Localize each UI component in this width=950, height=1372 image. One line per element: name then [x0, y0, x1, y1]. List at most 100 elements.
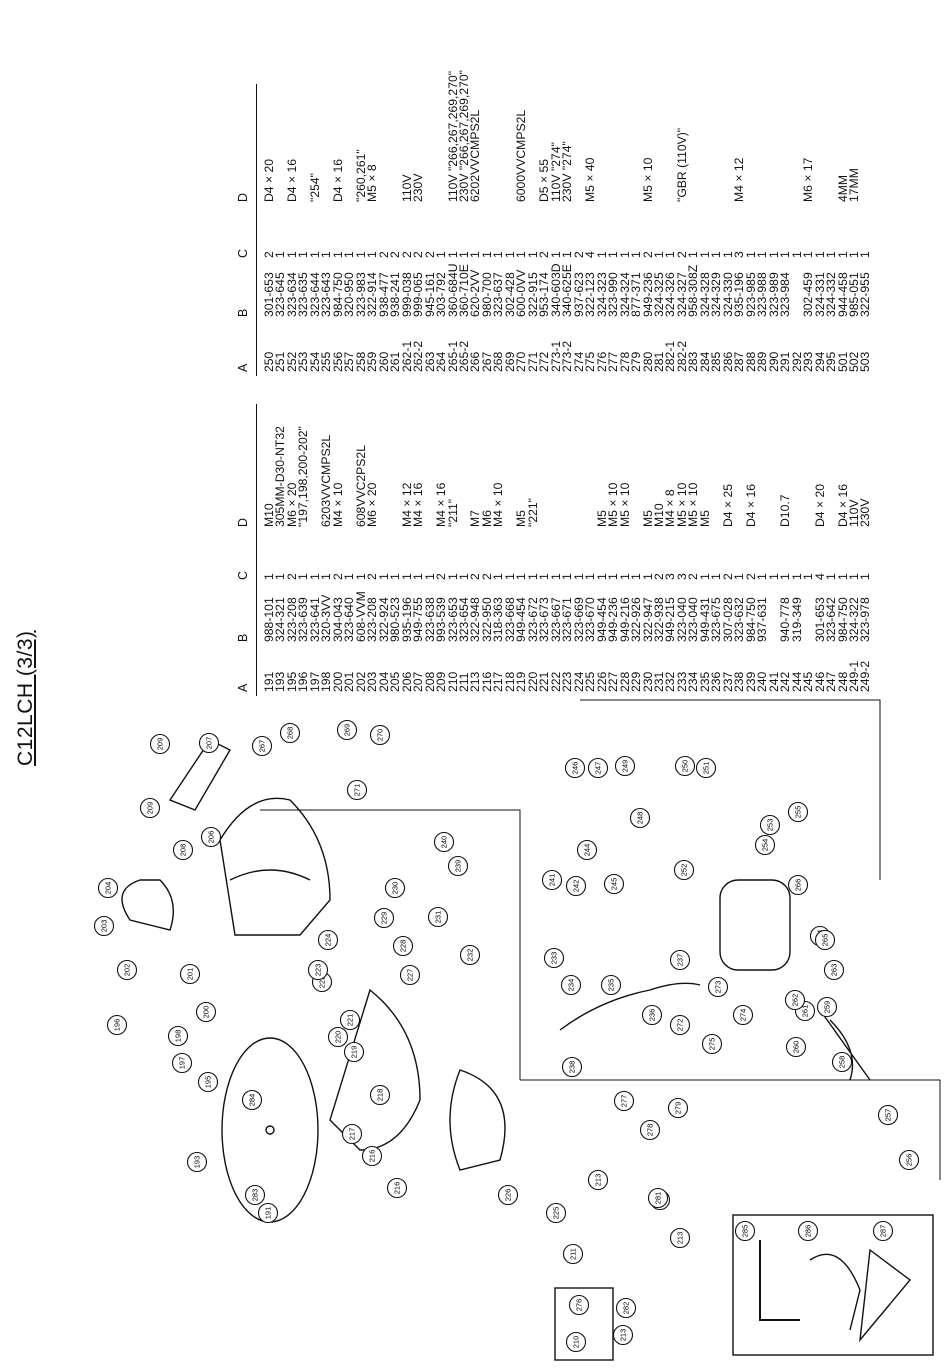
- callout-bubble: 250: [674, 755, 696, 777]
- callout-bubble: 216: [386, 1177, 408, 1199]
- callout-number: 236: [648, 1009, 657, 1022]
- callout-number: 271: [353, 784, 362, 797]
- callout-bubble: 204: [97, 877, 119, 899]
- callout-number: 252: [680, 864, 689, 877]
- callout-bubble: 251: [695, 757, 717, 779]
- callout-bubble: 266: [787, 874, 809, 896]
- callout-number: 281: [654, 1192, 663, 1205]
- callout-bubble: 255: [787, 801, 809, 823]
- callout-number: 269: [343, 724, 352, 737]
- callout-bubble: 213: [669, 1227, 691, 1249]
- callout-bubble: 201: [179, 963, 201, 985]
- callout-number: 232: [466, 949, 475, 962]
- callout-bubble: 245: [603, 873, 625, 895]
- callout-number: 255: [794, 806, 803, 819]
- callout-number: 195: [204, 1076, 213, 1089]
- callout-number: 221: [346, 1014, 355, 1027]
- callout-bubble: 213: [587, 1169, 609, 1191]
- callout-bubble: 274: [732, 1004, 754, 1026]
- callout-number: 225: [552, 1207, 561, 1220]
- callout-number: 227: [406, 969, 415, 982]
- callout-number: 213: [676, 1232, 685, 1245]
- callout-number: 263: [830, 964, 839, 977]
- callout-number: 210: [572, 1336, 581, 1349]
- callout-bubble: 277: [613, 1090, 635, 1112]
- callout-number: 277: [620, 1095, 629, 1108]
- callout-number: 266: [794, 879, 803, 892]
- callout-bubble: 282: [615, 1297, 637, 1319]
- callout-number: 198: [174, 1030, 183, 1043]
- callout-bubble: 235: [600, 974, 622, 996]
- callout-number: 244: [583, 844, 592, 857]
- callout-number: 268: [286, 727, 295, 740]
- callout-bubble: 218: [369, 1084, 391, 1106]
- callout-bubble: 244: [576, 839, 598, 861]
- frame-outline: [520, 1079, 941, 1180]
- callout-bubble: 279: [667, 1097, 689, 1119]
- callout-number: 209: [146, 802, 155, 815]
- callout-bubble: 270: [369, 724, 391, 746]
- callout-number: 246: [571, 762, 580, 775]
- callout-number: 211: [569, 1248, 578, 1260]
- callout-bubble: 227: [399, 964, 421, 986]
- callout-number: 262: [791, 994, 800, 1007]
- callout-bubble: 216: [361, 1145, 383, 1167]
- bracket-shape: [168, 739, 231, 811]
- callout-number: 285: [741, 1225, 750, 1238]
- armature-shape: [819, 1009, 871, 1081]
- callout-number: 223: [314, 964, 323, 977]
- callout-bubble: 273: [707, 976, 729, 998]
- callout-bubble: 238: [561, 1056, 583, 1078]
- cord-shape: [559, 982, 701, 1031]
- callout-number: 270: [376, 729, 385, 742]
- callout-number: 203: [100, 920, 109, 933]
- callout-number: 228: [399, 940, 408, 953]
- callout-bubble: 229: [373, 907, 395, 929]
- callout-number: 193: [193, 1156, 202, 1169]
- callout-number: 218: [376, 1089, 385, 1102]
- callout-bubble: 254: [754, 834, 776, 856]
- callout-bubble: 271: [346, 779, 368, 801]
- callout-number: 230: [391, 882, 400, 895]
- callout-bubble: 239: [447, 855, 469, 877]
- callout-bubble: 267: [251, 735, 273, 757]
- callout-number: 276: [575, 1299, 584, 1312]
- callout-number: 260: [792, 1041, 801, 1054]
- callout-number: 248: [636, 812, 645, 825]
- callout-bubble: 257: [877, 1104, 899, 1126]
- callout-bubble: 237: [669, 949, 691, 971]
- callout-number: 287: [879, 1225, 888, 1238]
- callout-bubble: 225: [545, 1202, 567, 1224]
- callout-number: 250: [681, 760, 690, 773]
- callout-bubble: 234: [560, 974, 582, 996]
- callout-number: 254: [761, 839, 770, 852]
- callout-bubble: 276: [568, 1294, 590, 1316]
- callout-number: 196: [113, 1019, 122, 1032]
- callout-number: 204: [104, 882, 113, 895]
- callout-bubble: 242: [565, 875, 587, 897]
- callout-bubble: 262: [784, 989, 806, 1011]
- callout-bubble: 198: [167, 1025, 189, 1047]
- callout-bubble: 211: [562, 1243, 584, 1265]
- callout-number: 249: [621, 760, 630, 773]
- callout-number: 231: [434, 911, 443, 924]
- handle-shape: [121, 879, 174, 931]
- callout-bubble: 196: [106, 1014, 128, 1036]
- callout-bubble: 200: [195, 1001, 217, 1023]
- callout-bubble: 269: [336, 719, 358, 741]
- callout-bubble: 195: [197, 1071, 219, 1093]
- motor-housing-shape: [719, 879, 791, 971]
- callout-bubble: 283: [244, 1184, 266, 1206]
- callout-bubble: 207: [198, 732, 220, 754]
- callout-bubble: 209: [149, 733, 171, 755]
- callout-number: 259: [823, 1001, 832, 1014]
- callout-number: 200: [202, 1006, 211, 1019]
- accessory-box: [732, 1214, 934, 1356]
- callout-bubble: 203: [93, 915, 115, 937]
- callout-number: 267: [258, 740, 267, 753]
- callout-number: 279: [674, 1102, 683, 1115]
- callout-number: 208: [179, 844, 188, 857]
- callout-bubble: 249: [614, 755, 636, 777]
